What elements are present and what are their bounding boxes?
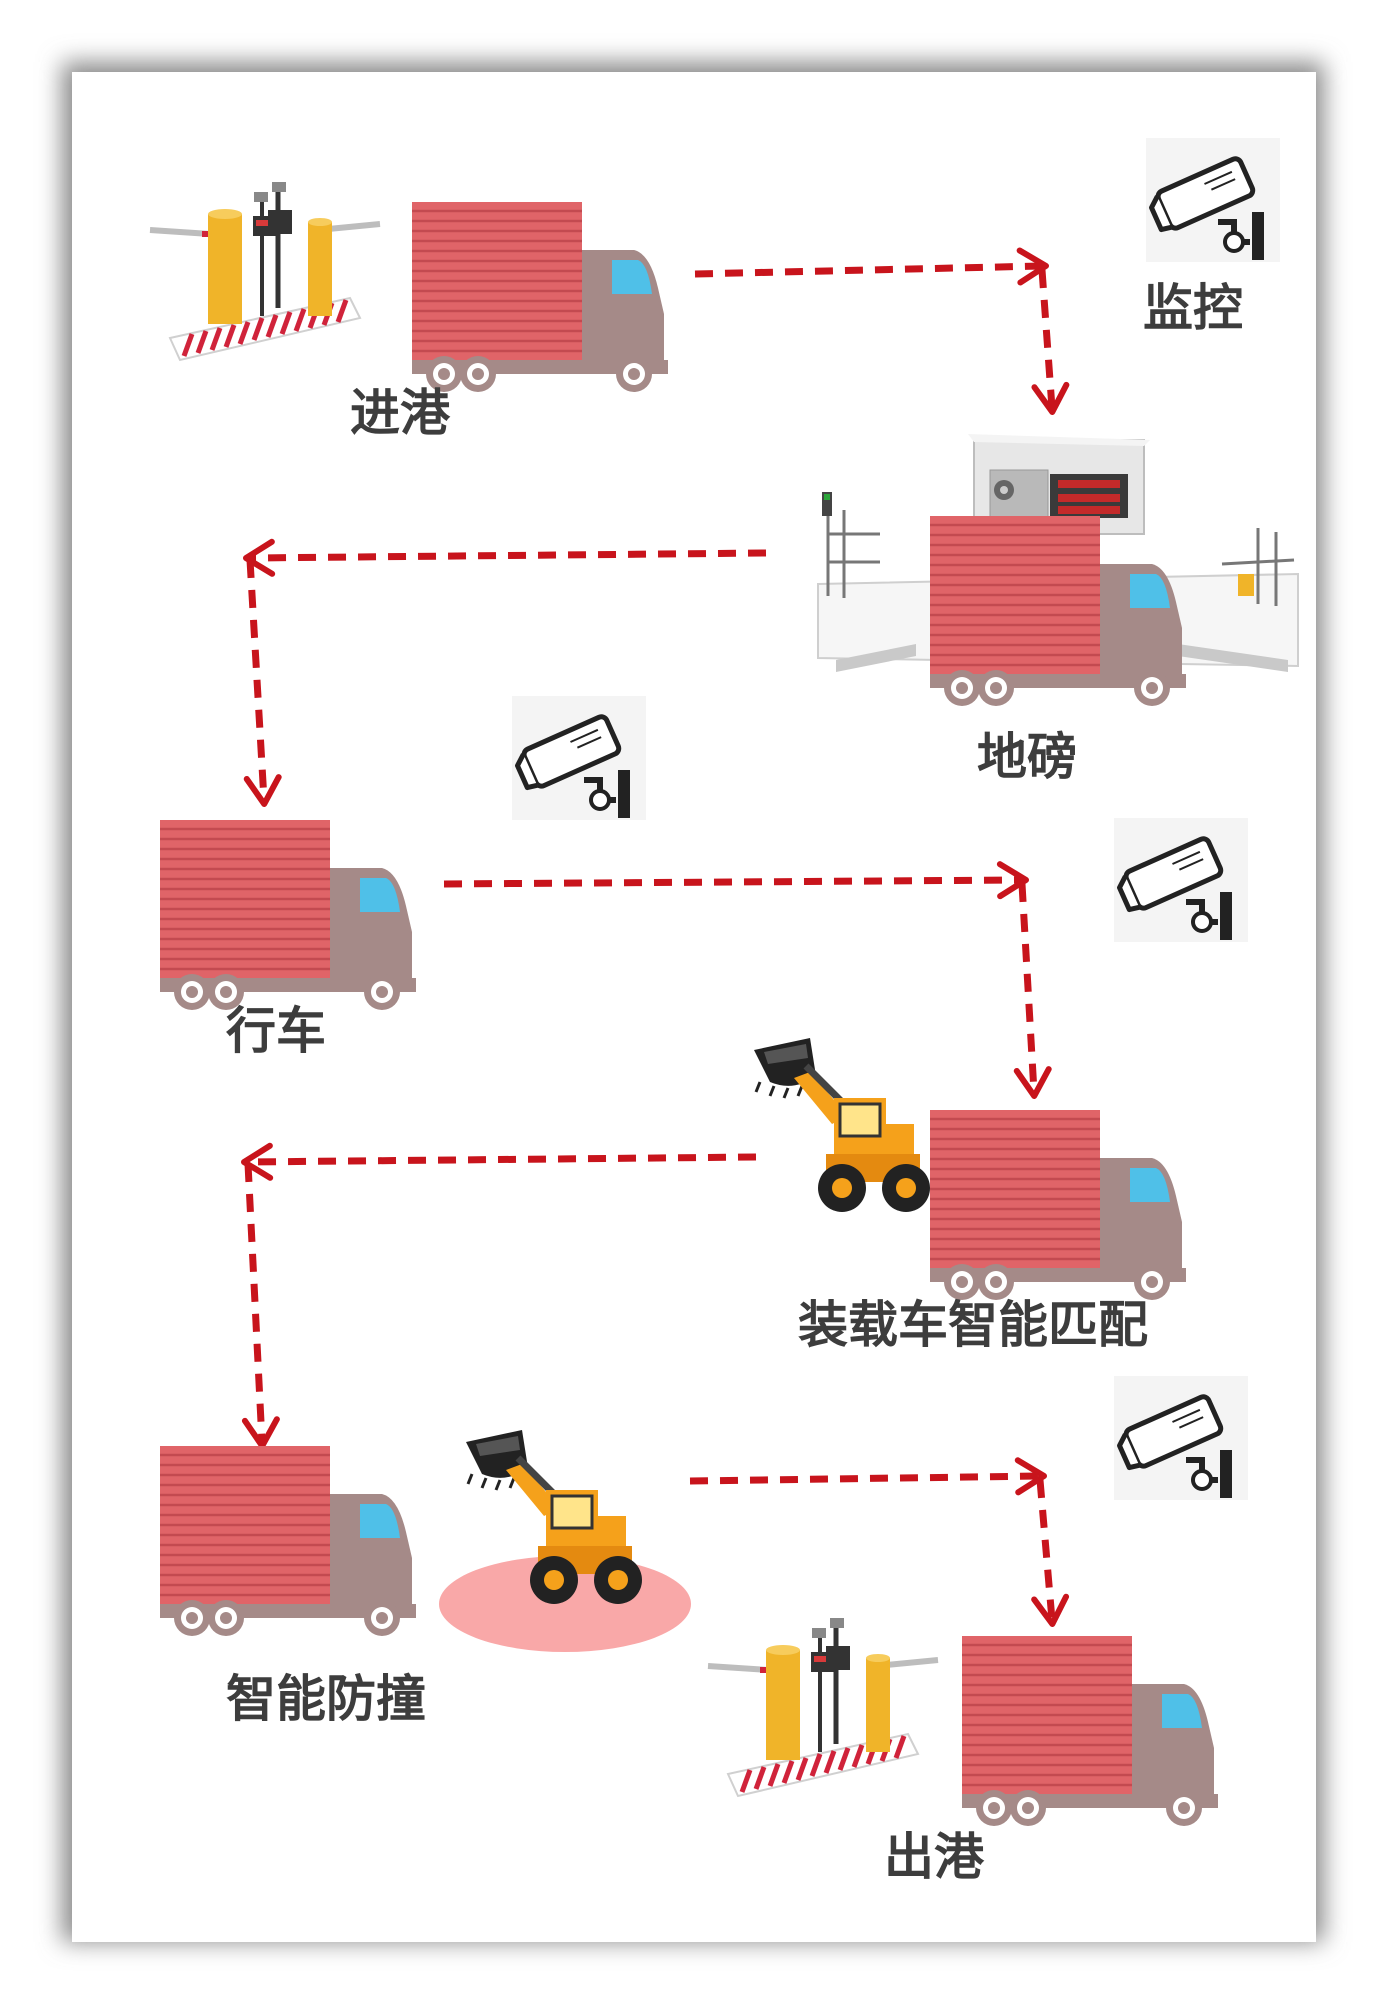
step-label-monitor: 监控 bbox=[1143, 279, 1243, 337]
step-label-entry: 进港 bbox=[350, 384, 450, 442]
driving-right-camera-icon bbox=[1114, 818, 1248, 942]
exit-camera-icon bbox=[1114, 1376, 1248, 1500]
step-label-driving: 行车 bbox=[226, 1002, 326, 1060]
arrow-loader-match-to-left bbox=[241, 1142, 757, 1181]
step-label-exit: 出港 bbox=[884, 1828, 984, 1886]
step-label-anti-collision: 智能防撞 bbox=[226, 1670, 426, 1728]
driving-camera-icon bbox=[512, 696, 646, 820]
monitor-camera-icon bbox=[1146, 138, 1280, 262]
arrow-monitor-to-weighbridge bbox=[1031, 269, 1070, 415]
arrow-down-to-loader-match bbox=[1013, 883, 1052, 1099]
arrow-down-to-anti-collision bbox=[241, 1163, 280, 1449]
diagram-card bbox=[72, 72, 1316, 1942]
step-label-weighbridge: 地磅 bbox=[977, 728, 1077, 786]
arrow-down-to-exit bbox=[1031, 1479, 1070, 1627]
step-label-loader-match: 装载车智能匹配 bbox=[798, 1296, 1148, 1354]
arrow-down-to-driving bbox=[243, 559, 282, 807]
arrow-weighbridge-to-left bbox=[243, 538, 767, 577]
arrow-driving-to-right bbox=[443, 861, 1029, 900]
